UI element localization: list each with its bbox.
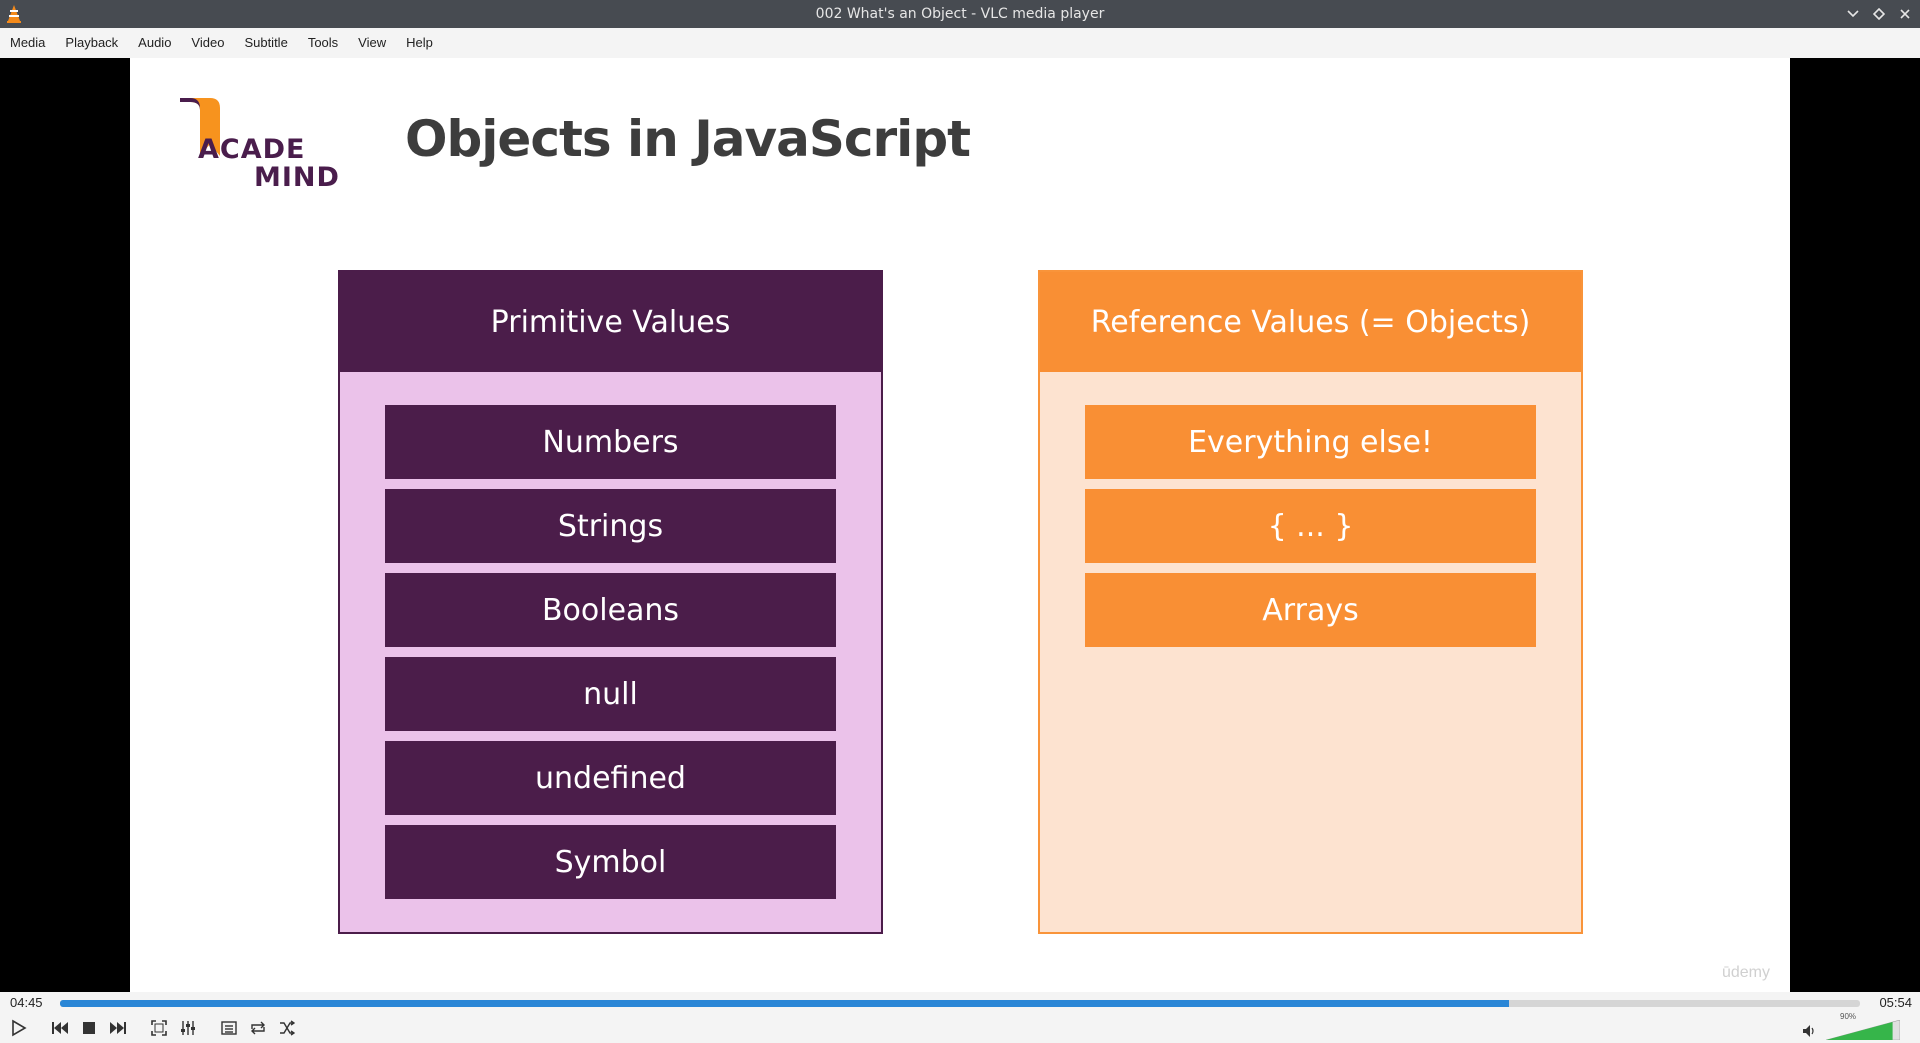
menu-subtitle[interactable]: Subtitle bbox=[234, 28, 297, 58]
extended-settings-button[interactable] bbox=[175, 1015, 201, 1041]
speaker-icon[interactable] bbox=[1802, 1024, 1818, 1038]
close-window-button[interactable] bbox=[1896, 5, 1914, 23]
stop-button[interactable] bbox=[76, 1015, 102, 1041]
window-title: 002 What's an Object - VLC media player bbox=[0, 0, 1920, 28]
video-area[interactable]: ACADE MIND Objects in JavaScript Primiti… bbox=[0, 58, 1920, 992]
reference-item: { ... } bbox=[1085, 489, 1536, 563]
primitive-item: Booleans bbox=[385, 573, 836, 647]
primitive-item: Symbol bbox=[385, 825, 836, 899]
reference-item: Everything else! bbox=[1085, 405, 1536, 479]
chevron-down-icon bbox=[1847, 10, 1859, 18]
logo-text-line2: MIND bbox=[254, 162, 340, 193]
loop-button[interactable] bbox=[245, 1015, 271, 1041]
volume-slider[interactable] bbox=[1826, 1020, 1900, 1040]
previous-button[interactable] bbox=[47, 1015, 73, 1041]
menu-bar: Media Playback Audio Video Subtitle Tool… bbox=[0, 28, 1920, 59]
slide-title: Objects in JavaScript bbox=[405, 110, 970, 168]
video-frame-slide: ACADE MIND Objects in JavaScript Primiti… bbox=[130, 58, 1790, 992]
window-title-bar: 002 What's an Object - VLC media player bbox=[0, 0, 1920, 28]
volume-control[interactable]: 90% bbox=[1802, 1016, 1912, 1040]
menu-view[interactable]: View bbox=[348, 28, 396, 58]
academind-logo: ACADE MIND bbox=[178, 96, 348, 196]
menu-help[interactable]: Help bbox=[396, 28, 443, 58]
play-button[interactable] bbox=[4, 1014, 32, 1042]
udemy-watermark: ūdemy bbox=[1722, 964, 1770, 982]
minimize-button[interactable] bbox=[1844, 5, 1862, 23]
menu-playback[interactable]: Playback bbox=[55, 28, 128, 58]
playlist-button[interactable] bbox=[216, 1015, 242, 1041]
menu-audio[interactable]: Audio bbox=[128, 28, 181, 58]
shuffle-icon bbox=[279, 1020, 295, 1036]
maximize-button[interactable] bbox=[1870, 5, 1888, 23]
reference-item: Arrays bbox=[1085, 573, 1536, 647]
fullscreen-button[interactable] bbox=[146, 1015, 172, 1041]
play-icon bbox=[9, 1019, 27, 1037]
repeat-icon bbox=[250, 1020, 266, 1036]
next-button[interactable] bbox=[105, 1015, 131, 1041]
primitive-item: undefined bbox=[385, 741, 836, 815]
fullscreen-icon bbox=[151, 1020, 167, 1036]
reference-values-panel: Reference Values (= Objects) Everything … bbox=[1038, 270, 1583, 934]
equalizer-sliders-icon bbox=[180, 1020, 196, 1036]
seek-bar[interactable] bbox=[60, 1000, 1860, 1007]
close-icon bbox=[1899, 8, 1911, 20]
playlist-icon bbox=[221, 1020, 237, 1036]
menu-tools[interactable]: Tools bbox=[298, 28, 348, 58]
primitive-item: Strings bbox=[385, 489, 836, 563]
shuffle-button[interactable] bbox=[274, 1015, 300, 1041]
diamond-icon bbox=[1873, 8, 1885, 20]
total-time[interactable]: 05:54 bbox=[1879, 993, 1912, 1013]
primitive-item: Numbers bbox=[385, 405, 836, 479]
primitive-item: null bbox=[385, 657, 836, 731]
reference-values-header: Reference Values (= Objects) bbox=[1040, 272, 1581, 372]
logo-text-line1: ACADE bbox=[198, 134, 305, 165]
skip-next-icon bbox=[109, 1021, 127, 1035]
skip-previous-icon bbox=[51, 1021, 69, 1035]
seek-bar-progress bbox=[60, 1000, 1509, 1007]
menu-video[interactable]: Video bbox=[181, 28, 234, 58]
elapsed-time[interactable]: 04:45 bbox=[10, 993, 43, 1013]
player-controls: 04:45 05:54 bbox=[0, 992, 1920, 1043]
primitive-values-header: Primitive Values bbox=[340, 272, 881, 372]
menu-media[interactable]: Media bbox=[0, 28, 55, 58]
primitive-values-panel: Primitive Values Numbers Strings Boolean… bbox=[338, 270, 883, 934]
stop-icon bbox=[82, 1021, 96, 1035]
